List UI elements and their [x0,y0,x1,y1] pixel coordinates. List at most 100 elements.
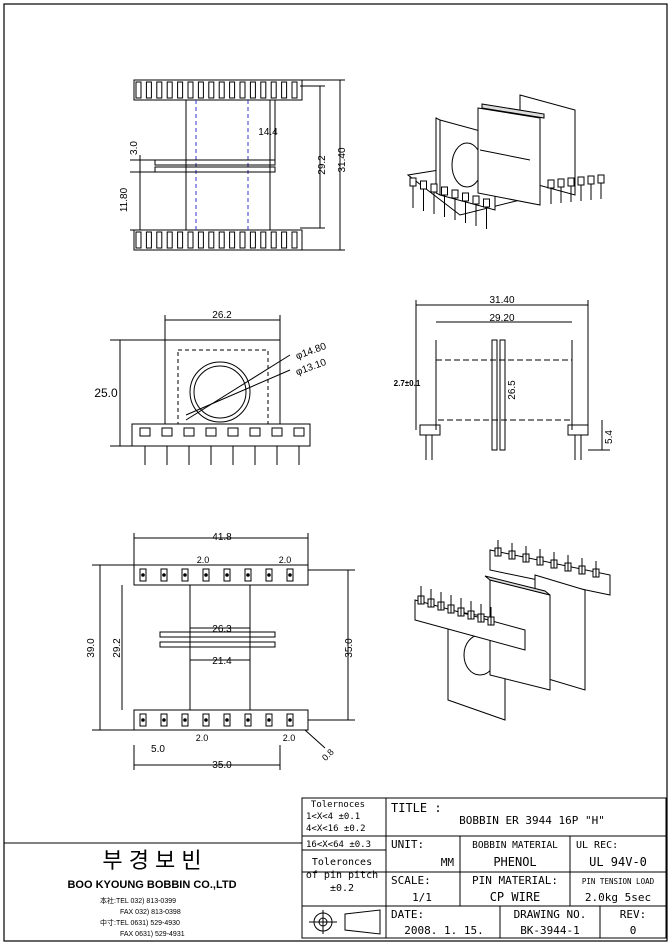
pin-pad [181,568,189,582]
pin-tooth [291,231,298,249]
iso-pin-head [420,180,427,190]
dim-41-8: 41.8 [212,532,232,543]
pin-tooth [166,81,173,99]
isometric-view-top [406,94,605,229]
pin-tooth [208,81,215,99]
pin-material-value: CP WIRE [490,890,541,904]
pin-tooth [187,81,194,99]
pin-dot [141,718,145,722]
pin-tooth [135,81,142,99]
dim-3-0: 3.0 [129,141,140,155]
pitch-tolerance-line-2: of pin pitch [306,870,378,881]
company-korean: 부 경 보 빈 [102,848,201,873]
iso-pin-head [451,189,459,199]
pin-pad [265,713,273,727]
scale-label: SCALE: [391,874,431,887]
pin-pad [139,713,147,727]
iso-pin-head [547,179,555,189]
company-english: BOO KYOUNG BOBBIN CO.,LTD [67,879,236,891]
pin-tooth [260,231,267,249]
pin-dot [183,718,187,722]
pin-pad [244,568,252,582]
bobbin-material-value: PHENOL [493,855,536,869]
pin-pad [160,568,168,582]
sheet-border [3,3,668,942]
dim-5-0: 5.0 [151,744,165,755]
front-pin-slot [205,427,217,437]
pin-dot [267,573,271,577]
dim-29-2: 29.2 [317,155,328,175]
pin-pad [286,713,294,727]
contact-line-3: 中寸:TEL 0631) 529-4930 [100,918,180,927]
dim-31-40: 31.40 [337,147,348,172]
pin-tooth [270,231,277,249]
dim-35-0-right: 35.0 [344,638,355,658]
iso-pin-head [597,174,605,184]
iso-pin-head [409,177,417,187]
tolerance-row-3: 16<X<64 ±0.3 [306,840,371,850]
pin-dot [204,573,208,577]
dim-0-8: 0.8 [320,747,336,763]
dim-26-3: 26.3 [212,624,232,635]
isometric-pins-b [547,174,605,204]
front-pin-slot [271,427,283,437]
iso-pin-head [567,177,575,187]
top-view [130,79,345,251]
iso-pin-head [483,198,490,208]
iso-pin-head [577,176,585,186]
bottom-pin-row [133,229,303,251]
pin-pad [139,568,147,582]
projection-symbol-icon [309,909,381,935]
dim-26-2: 26.2 [212,310,232,321]
rev-label: REV: [620,908,647,921]
front-pins [139,427,305,465]
pin-pad [223,568,231,582]
pin-tooth [270,81,277,99]
rev-value: 0 [630,924,637,937]
iso-pin-head [587,175,595,185]
pin-tooth [218,231,225,249]
front-pin-slot [139,427,151,437]
pin-pad [202,713,210,727]
dim-11-80: 11.80 [119,187,130,212]
pin-tooth [156,231,163,249]
pin-pad [181,713,189,727]
pin-material-label: PIN MATERIAL: [472,874,558,887]
pin-tooth [249,231,256,249]
contact-line-1: 本社:TEL 032) 813-0399 [100,896,176,905]
pin-tooth [145,81,152,99]
iso-pin-head [557,178,565,188]
pin-dot [225,573,229,577]
front-pin-slot [227,427,239,437]
pin-tooth [208,231,215,249]
date-value: 2008. 1. 15. [404,924,483,937]
ul-label: UL REC: [576,840,618,851]
contact-line-2: FAX 032) 813-0398 [120,909,181,916]
dim-31-40-side: 31.40 [489,295,514,306]
tolerance-row-2: 4<X<16 ±0.2 [306,824,366,834]
bottom-view-bottom-pins [139,713,294,727]
front-pin-slot [183,427,195,437]
pin-pad [265,568,273,582]
title-block [4,797,667,939]
pin-pad [223,713,231,727]
dim-39-0: 39.0 [86,638,97,658]
pin-dot [183,573,187,577]
pin-dot [162,573,166,577]
dim-pitch-top-left: 2.0 [197,555,210,565]
pin-pad [286,568,294,582]
isometric-pins-a [409,177,490,229]
contact-line-4: FAX 0631) 529-4931 [120,931,185,938]
bottom-view [92,533,355,770]
pin-tension-label: PIN TENSION LOAD [582,877,655,886]
dim-pitch-top-right: 2.0 [279,555,292,565]
dim-29-2-bottom: 29.2 [112,638,123,658]
dim-pitch-bottom-right: 2.0 [283,733,296,743]
dim-35-0-bottom: 35.0 [212,760,232,771]
dim-5-4: 5.4 [604,430,615,444]
pitch-tolerance-line-1: Toleronces [312,857,372,868]
pin-tooth [177,231,184,249]
front-pin-slot [249,427,261,437]
pin-tooth [281,81,288,99]
